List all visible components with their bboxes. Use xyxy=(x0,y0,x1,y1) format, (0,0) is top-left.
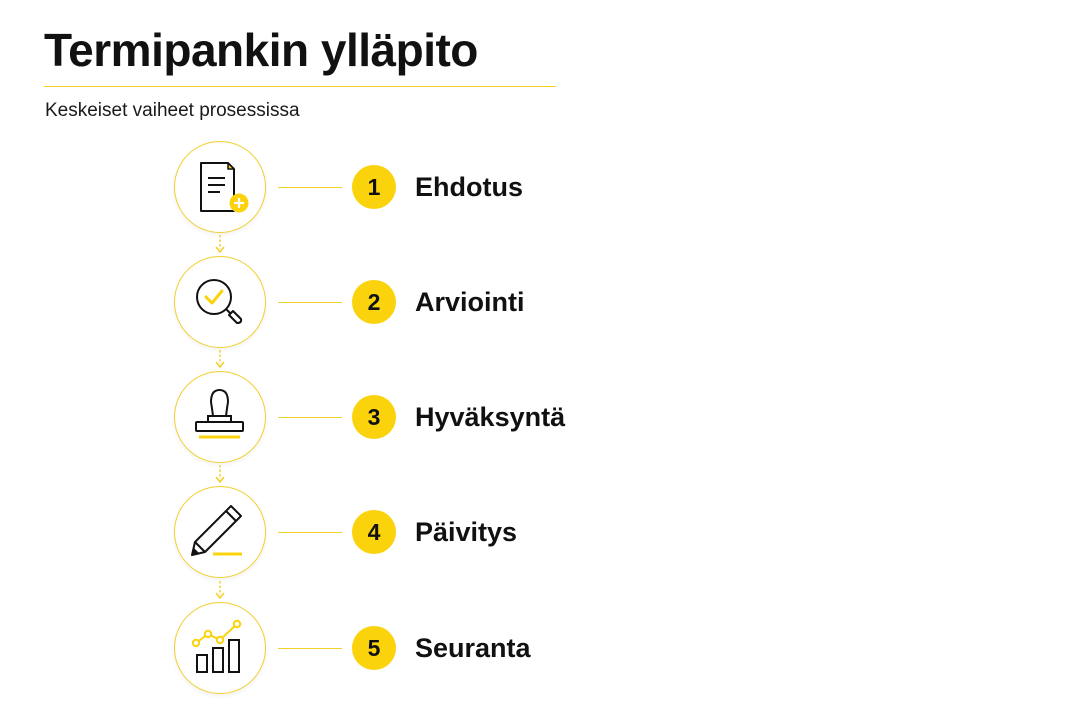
stamp-icon xyxy=(195,389,244,439)
title-underline xyxy=(44,86,556,87)
document-add-icon xyxy=(200,162,249,213)
pencil-icon xyxy=(191,505,242,556)
step-number-badge: 3 xyxy=(352,395,396,439)
process-step-3: 3 Hyväksyntä xyxy=(0,369,700,469)
step-icon-circle xyxy=(174,602,266,694)
page-title: Termipankin ylläpito xyxy=(44,24,478,76)
step-label: Seuranta xyxy=(415,633,531,663)
process-step-5: 5 Seuranta xyxy=(0,600,700,700)
trend-chart-icon xyxy=(191,619,242,673)
step-label: Arviointi xyxy=(415,287,525,317)
step-number-badge: 4 xyxy=(352,510,396,554)
arrow-down-icon xyxy=(215,581,225,600)
arrow-down-icon xyxy=(215,350,225,369)
page-subtitle: Keskeiset vaiheet prosessissa xyxy=(45,100,300,121)
step-connector-line xyxy=(278,302,342,303)
process-step-4: 4 Päivitys xyxy=(0,484,700,584)
step-label: Hyväksyntä xyxy=(415,402,566,432)
step-connector-line xyxy=(278,417,342,418)
step-icon-circle xyxy=(174,486,266,578)
step-connector-line xyxy=(278,187,342,188)
step-number-badge: 5 xyxy=(352,626,396,670)
step-number-badge: 2 xyxy=(352,280,396,324)
step-label: Ehdotus xyxy=(415,172,523,202)
step-icon-circle xyxy=(174,256,266,348)
step-label: Päivitys xyxy=(415,517,518,547)
magnifier-check-icon xyxy=(196,279,243,324)
step-icon-circle xyxy=(174,141,266,233)
arrow-down-icon xyxy=(215,465,225,484)
step-connector-line xyxy=(278,648,342,649)
process-step-1: 1 Ehdotus xyxy=(0,139,700,239)
process-step-2: 2 Arviointi xyxy=(0,254,700,354)
step-icon-circle xyxy=(174,371,266,463)
arrow-down-icon xyxy=(215,235,225,254)
step-number-badge: 1 xyxy=(352,165,396,209)
step-connector-line xyxy=(278,532,342,533)
